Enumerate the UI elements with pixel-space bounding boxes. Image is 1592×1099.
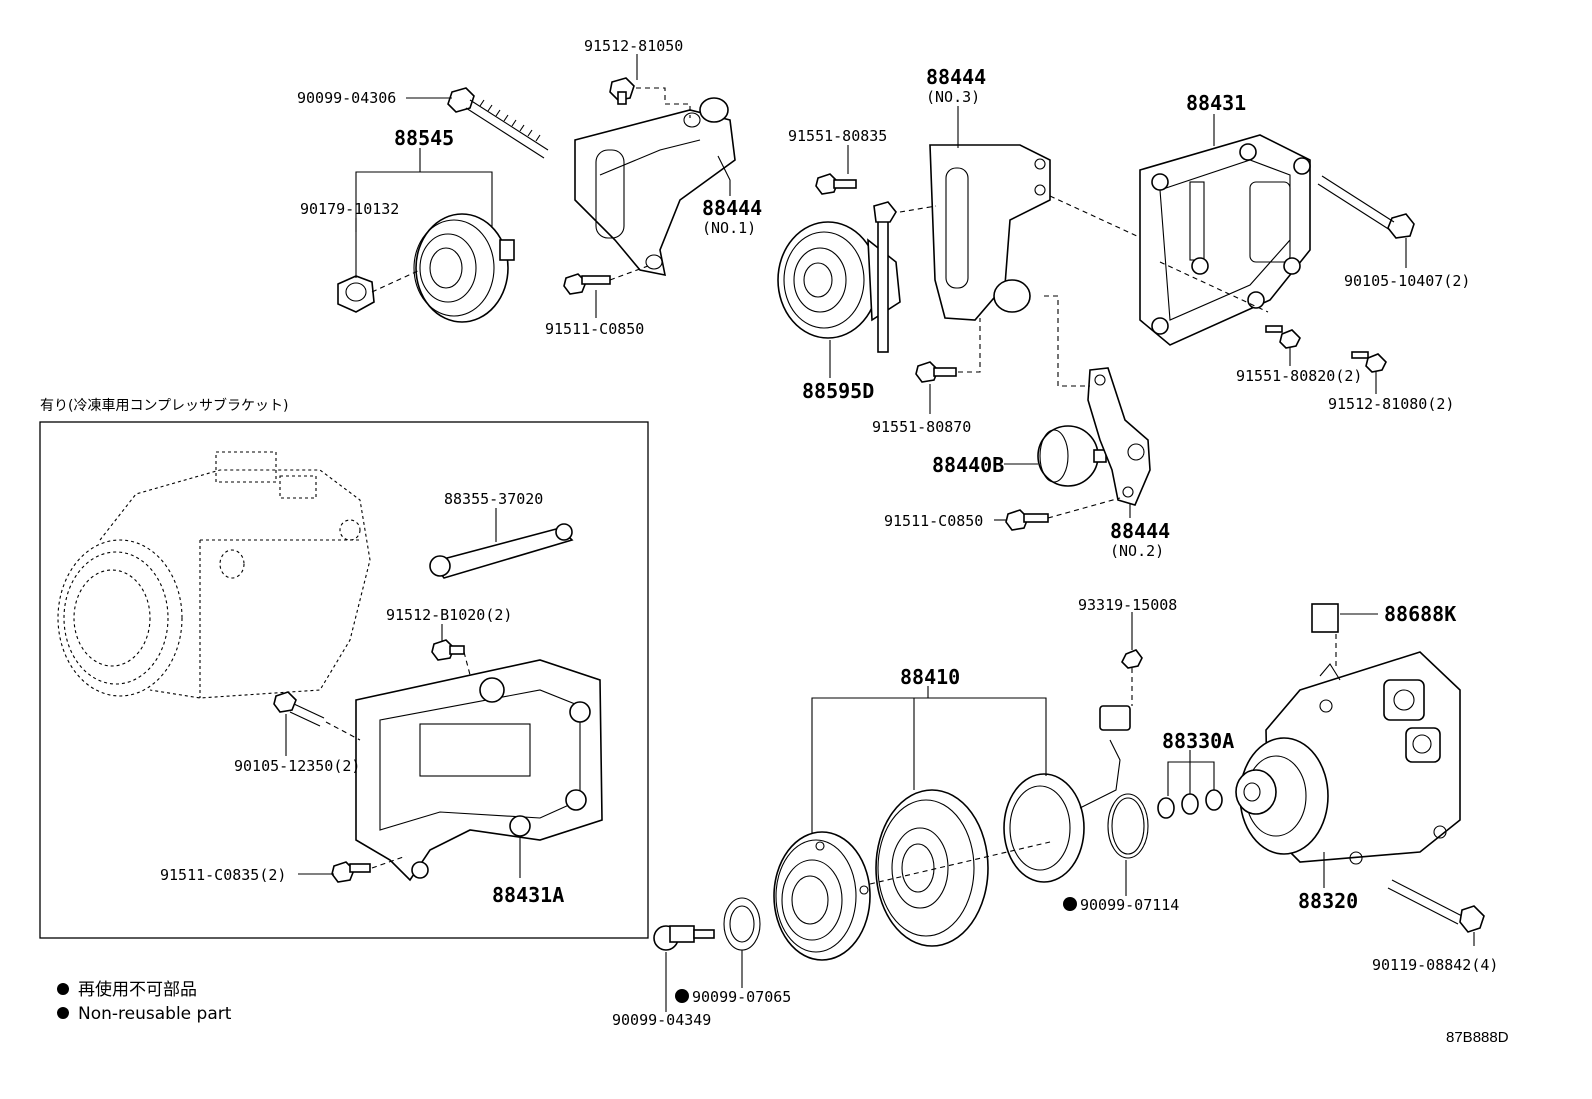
label-88444-no2-sub: (NO.2) xyxy=(1110,542,1164,560)
label-90105-12350: 90105-12350(2) xyxy=(234,757,360,775)
label-90179-10132: 90179-10132 xyxy=(300,200,399,218)
label-91511-c0850-b: 91511-C0850 xyxy=(884,512,983,530)
label-90099-07065: 90099-07065 xyxy=(692,988,791,1006)
leader-lines xyxy=(285,54,1475,1012)
bolt-91551-80870 xyxy=(915,318,981,383)
label-88444-no1: 88444 xyxy=(702,196,762,220)
bracket-88444-no2 xyxy=(1044,295,1151,506)
idler-pulley-88545 xyxy=(413,213,515,323)
legend-mark-1 xyxy=(57,983,69,995)
label-91551-80820: 91551-80820(2) xyxy=(1236,367,1362,385)
label-93319-15008: 93319-15008 xyxy=(1078,596,1177,614)
bolt-90105-12350 xyxy=(273,691,361,741)
non-reusable-mark-90099-07065 xyxy=(675,989,689,1003)
label-plate-88688k xyxy=(1311,603,1339,670)
screw-93319-15008 xyxy=(1121,649,1143,706)
bolt-90099-04349 xyxy=(653,925,715,951)
label-88320: 88320 xyxy=(1298,889,1358,913)
clutch-coil xyxy=(1003,705,1131,883)
compressor-ghost xyxy=(57,451,371,699)
washer-90099-07065 xyxy=(723,897,761,951)
legend-line-2: Non-reusable part xyxy=(78,1004,232,1024)
label-90119-08842: 90119-08842(4) xyxy=(1372,956,1498,974)
bolt-91551-80820 xyxy=(1265,325,1301,349)
label-91551-80870: 91551-80870 xyxy=(872,418,971,436)
legend: 再使用不可部品 Non-reusable part xyxy=(57,979,232,1024)
label-88444-no1-sub: (NO.1) xyxy=(702,219,756,237)
bracket-88444-no3 xyxy=(899,144,1151,321)
bolt-91512-b1020 xyxy=(431,639,475,691)
legend-line-1: 再使用不可部品 xyxy=(78,979,197,1000)
clutch-hub xyxy=(773,831,871,961)
label-90099-07114: 90099-07114 xyxy=(1080,896,1179,914)
label-90099-04349: 90099-04349 xyxy=(612,1011,711,1029)
label-91512-b1020: 91512-B1020(2) xyxy=(386,606,512,624)
non-reusable-mark-90099-07114 xyxy=(1063,897,1077,911)
label-88444-no3: 88444 xyxy=(926,65,986,89)
label-88688k: 88688K xyxy=(1384,602,1456,626)
label-88431a: 88431A xyxy=(492,883,564,907)
label-88330a: 88330A xyxy=(1162,729,1234,753)
label-90099-04306: 90099-04306 xyxy=(297,89,396,107)
bolt-90099-04306 xyxy=(447,87,549,159)
legend-mark-2 xyxy=(57,1007,69,1019)
inset-frame xyxy=(39,421,649,939)
clutch-pulley xyxy=(875,789,989,947)
diagram-code: 87B888D xyxy=(1446,1029,1509,1046)
label-88440b: 88440B xyxy=(932,453,1004,477)
nut-90179-10132 xyxy=(337,269,421,313)
label-88410: 88410 xyxy=(900,665,960,689)
compressor-88320 xyxy=(1235,651,1461,865)
bolt-90119-08842 xyxy=(1387,879,1485,933)
bracket-88444-no1 xyxy=(574,97,736,277)
label-88444-no2: 88444 xyxy=(1110,519,1170,543)
bolt-91511-c0850-b xyxy=(1005,497,1121,531)
tensioner-pulley-88595d xyxy=(777,201,901,353)
label-88431: 88431 xyxy=(1186,91,1246,115)
bracket-88431 xyxy=(1139,134,1311,346)
label-88444-no3-sub: (NO.3) xyxy=(926,88,980,106)
bolt-91551-80835 xyxy=(815,173,857,195)
bolt-90105-10407 xyxy=(1317,175,1415,239)
label-91512-81080: 91512-81080(2) xyxy=(1328,395,1454,413)
inset-title: 有り(冷凍車用コンプレッサブラケット) xyxy=(40,397,289,414)
label-90105-10407: 90105-10407(2) xyxy=(1344,272,1470,290)
link-88355-37020 xyxy=(429,523,574,579)
bolt-91512-81050 xyxy=(609,77,691,118)
snap-ring-90099-07114 xyxy=(1107,793,1149,859)
label-91512-81050: 91512-81050 xyxy=(584,37,683,55)
label-91551-80835: 91551-80835 xyxy=(788,127,887,145)
label-91511-c0850-a: 91511-C0850 xyxy=(545,320,644,338)
label-88595d: 88595D xyxy=(802,379,874,403)
bolt-91512-81080 xyxy=(1351,351,1387,373)
label-88545: 88545 xyxy=(394,126,454,150)
label-91511-c0835: 91511-C0835(2) xyxy=(160,866,286,884)
idler-88440b xyxy=(1037,425,1107,487)
label-88355-37020: 88355-37020 xyxy=(444,490,543,508)
bolt-91511-c0850-a xyxy=(563,265,649,295)
bracket-88431a xyxy=(355,659,603,882)
